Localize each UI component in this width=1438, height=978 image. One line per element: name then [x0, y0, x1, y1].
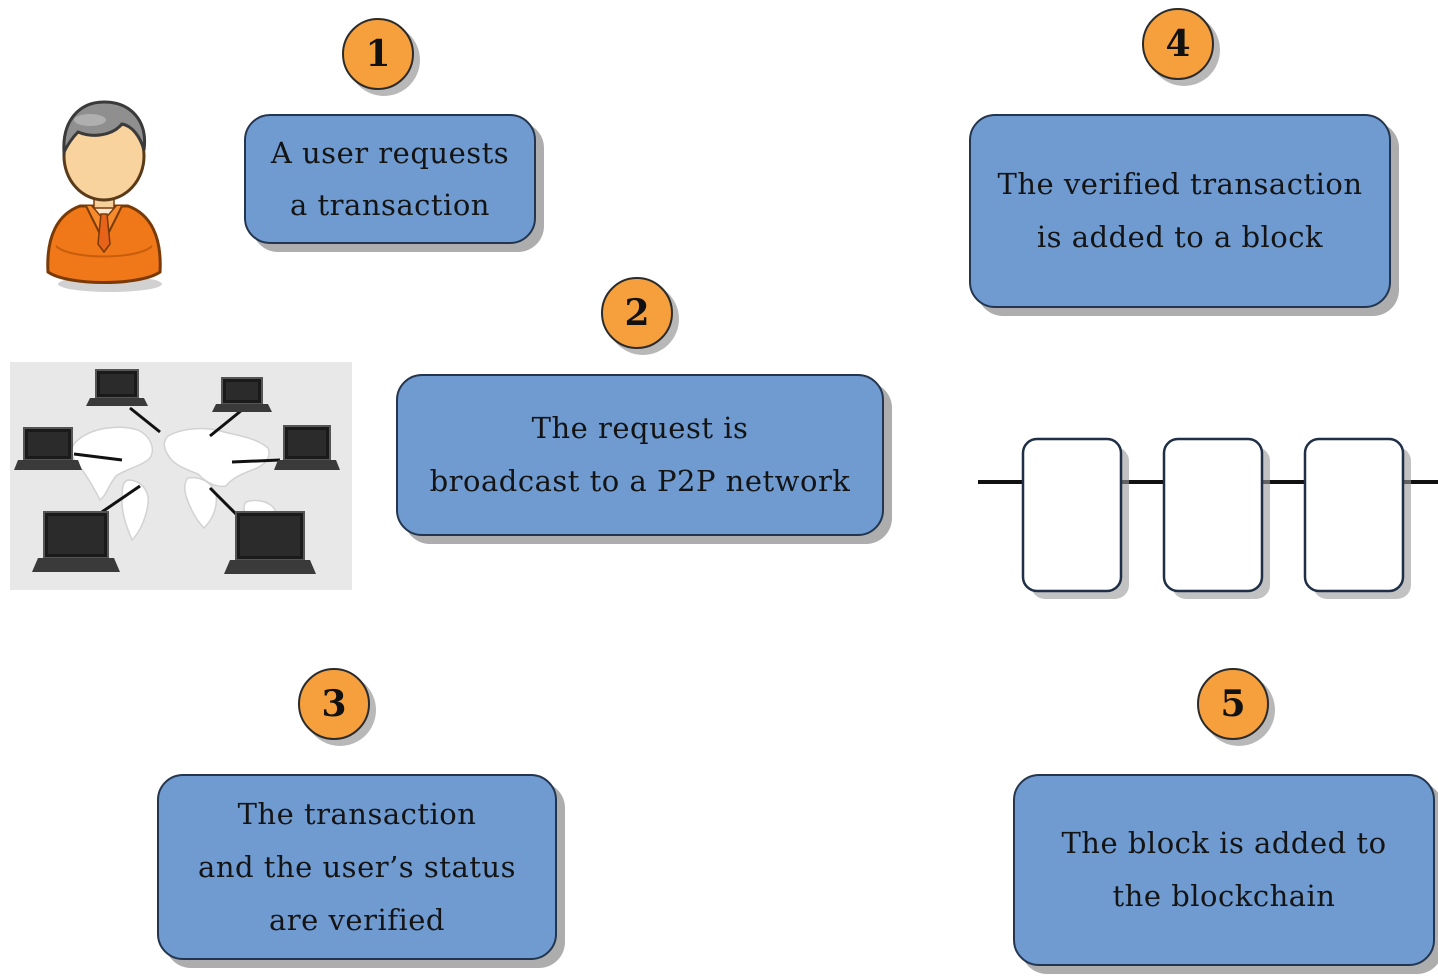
step-2-line-2: broadcast to a P2P network [429, 464, 851, 498]
step-4-box: The verified transaction is added to a b… [969, 114, 1391, 308]
step-2-box: The request is broadcast to a P2P networ… [396, 374, 884, 536]
step-2-line-1: The request is [531, 411, 749, 445]
step-5-line-2: the blockchain [1112, 879, 1336, 913]
step-4-line-1: The verified transaction [997, 167, 1363, 201]
step-5-box: The block is added to the blockchain [1013, 774, 1435, 966]
step-3-box: The transaction and the user’s status ar… [157, 774, 557, 960]
step-1-line-1: A user requests [270, 136, 510, 170]
blockchain-icon [978, 437, 1438, 599]
step-3-badge: 3 [298, 668, 370, 740]
p2p-network-icon [10, 362, 352, 590]
step-3-line-1: The transaction [237, 796, 477, 831]
user-icon [46, 100, 162, 292]
chain-block-2 [1162, 437, 1270, 599]
step-1-line-2: a transaction [290, 188, 490, 222]
step-5-line-1: The block is added to [1061, 826, 1387, 860]
chain-block-1 [1021, 437, 1129, 599]
step-4-badge: 4 [1142, 8, 1214, 80]
step-4-line-2: is added to a block [1036, 220, 1324, 254]
step-1-badge: 1 [342, 18, 414, 90]
step-3-line-2: and the user’s status [198, 849, 516, 884]
step-5-badge: 5 [1197, 668, 1269, 740]
step-2-badge: 2 [601, 277, 673, 349]
step-3-line-3: are verified [269, 902, 445, 937]
step-1-box: A user requests a transaction [244, 114, 536, 244]
chain-block-3 [1303, 437, 1411, 599]
